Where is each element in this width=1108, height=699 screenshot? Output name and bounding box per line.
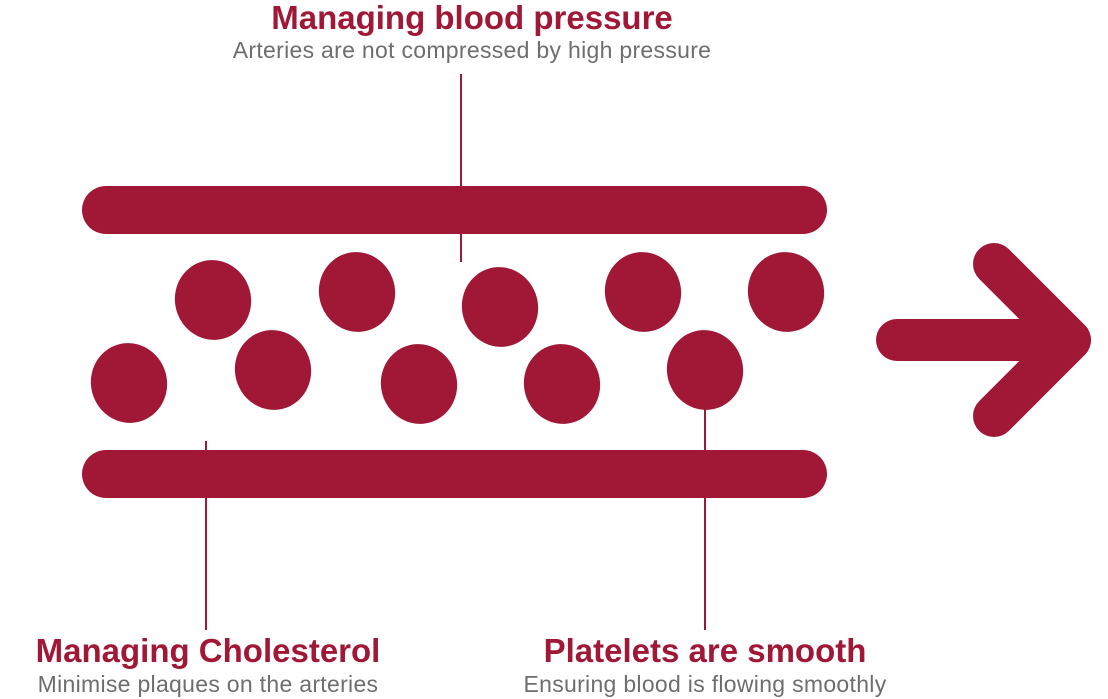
blood-cell-icon xyxy=(523,344,601,424)
blood-cell-icon xyxy=(90,343,168,423)
platelets-title: Platelets are smooth xyxy=(543,632,867,669)
blood-cell-icon xyxy=(234,330,312,410)
label-platelets: Platelets are smooth Ensuring blood is f… xyxy=(523,632,887,698)
blood-pressure-subtitle: Arteries are not compressed by high pres… xyxy=(232,37,712,63)
cholesterol-subtitle: Minimise plaques on the arteries xyxy=(37,671,379,697)
blood-cell-icon xyxy=(461,267,539,347)
blood-cell-icon xyxy=(747,252,825,332)
blood-cell-icon xyxy=(318,252,396,332)
blood-pressure-title: Managing blood pressure xyxy=(271,0,673,36)
label-blood-pressure: Managing blood pressure Arteries are not… xyxy=(233,0,712,63)
blood-cell-icon xyxy=(174,260,252,340)
right-arrow-icon xyxy=(876,243,1091,437)
blood-cell-icon xyxy=(380,344,458,424)
label-cholesterol: Managing Cholesterol Minimise plaques on… xyxy=(35,632,381,698)
platelets-subtitle: Ensuring blood is flowing smoothly xyxy=(523,671,887,697)
cholesterol-title: Managing Cholesterol xyxy=(35,632,381,669)
blood-cell-icon xyxy=(604,252,682,332)
